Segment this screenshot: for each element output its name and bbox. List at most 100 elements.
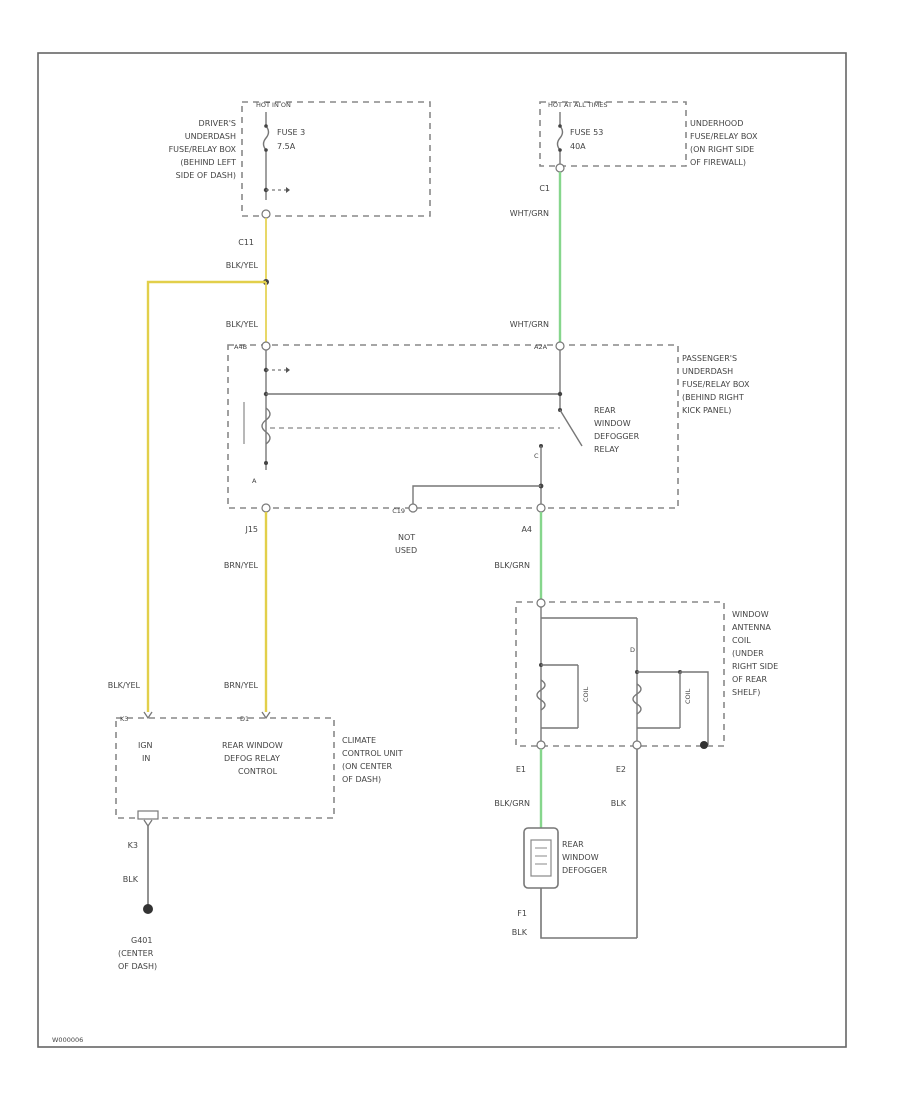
wire-label-blk-yel-1: BLK/YEL	[226, 261, 259, 270]
wire-label-wht-grn-1: WHT/GRN	[510, 209, 549, 218]
antenna-box-in-pin	[536, 598, 546, 608]
passenger-box-desc-2: UNDERDASH	[682, 367, 733, 376]
fuse-53-symbol	[556, 112, 564, 166]
climate-desc-1: CLIMATE	[342, 736, 376, 745]
connector-c11-pin	[261, 209, 271, 219]
connector-a4b-label: A4B	[234, 343, 247, 351]
connector-a4-label: A4	[521, 525, 532, 534]
underhood-box-desc-4: OF FIREWALL)	[690, 158, 746, 167]
ground-desc-3: OF DASH)	[118, 962, 157, 971]
passenger-box-in-pin-right	[555, 341, 565, 351]
climate-relay-ctrl-3: CONTROL	[238, 767, 278, 776]
climate-relay-ctrl-1: REAR WINDOW	[222, 741, 283, 750]
drivers-fuse-box: HOT IN ON FUSE 3 7.5A DRIVER'S UNDERDASH…	[169, 101, 431, 219]
underhood-box-desc-1: UNDERHOOD	[690, 119, 743, 128]
defogger-desc-2: WINDOW	[562, 853, 599, 862]
climate-control-unit: K3 D1 IGN IN REAR WINDOW DEFOG RELAY CON…	[115, 711, 403, 828]
footer-code: W000006	[52, 1036, 83, 1044]
underhood-box-header: HOT AT ALL TIMES	[548, 101, 608, 109]
underhood-fuse-label: FUSE 53	[570, 128, 603, 137]
diagram-frame	[37, 52, 847, 1048]
passenger-fuse-relay-box: A4B A2A PASSENGER'S UNDERDASH FUSE/RELAY…	[227, 341, 750, 513]
ground-desc-2: (CENTER	[118, 949, 154, 958]
connector-d1-label: D1	[240, 715, 249, 723]
drivers-box-desc-4: (BEHIND LEFT	[180, 158, 236, 167]
wire-defogger-ground-return	[540, 888, 637, 939]
passenger-box-desc-4: (BEHIND RIGHT	[682, 393, 744, 402]
wire-label-blk-yel-3: BLK/YEL	[108, 681, 141, 690]
defogger-desc-3: DEFOGGER	[562, 866, 608, 875]
connector-e2-label: E2	[616, 765, 626, 774]
ground-point-icon	[143, 904, 153, 914]
rear-window-defogger: REAR WINDOW DEFOGGER	[523, 827, 608, 889]
relay-label-2: WINDOW	[594, 419, 631, 428]
drivers-box-desc-1: DRIVER'S	[199, 119, 236, 128]
connector-j15-label: J15	[244, 525, 258, 534]
not-used-label-2: USED	[395, 546, 417, 555]
climate-ign-in-2: IN	[142, 754, 150, 763]
antenna-coil-right: COIL	[632, 670, 709, 749]
passenger-box-desc-3: FUSE/RELAY BOX	[682, 380, 750, 389]
antenna-pin-d: D	[630, 646, 635, 654]
connector-c1-pin	[555, 163, 565, 173]
climate-desc-4: OF DASH)	[342, 775, 381, 784]
connector-c19-label: C19	[392, 507, 405, 515]
wire-label-wht-grn-2: WHT/GRN	[510, 320, 549, 329]
antenna-box-out-pin-right	[632, 740, 642, 750]
drivers-box-desc-3: FUSE/RELAY BOX	[169, 145, 237, 154]
wire-label-blk-grn-1: BLK/GRN	[494, 561, 530, 570]
connector-f1-label: F1	[517, 909, 527, 918]
drivers-box-desc-2: UNDERDASH	[185, 132, 236, 141]
drivers-fuse-amps: 7.5A	[277, 142, 296, 151]
connector-k3-top-label: K3	[120, 715, 128, 723]
passenger-box-out-pin-right	[536, 503, 546, 513]
antenna-box-desc-3: COIL	[732, 636, 751, 645]
drivers-box-header: HOT IN ON	[256, 101, 291, 109]
wire-label-blk-3: BLK	[123, 875, 139, 884]
connector-a2a-label: A2A	[534, 343, 548, 351]
antenna-box-desc-2: ANTENNA	[732, 623, 771, 632]
connector-k3-label: K3	[128, 841, 138, 850]
climate-desc-2: CONTROL UNIT	[342, 749, 403, 758]
relay-pin-c: C	[534, 452, 539, 460]
antenna-box-out-pin-left	[536, 740, 546, 750]
underhood-fuse-box: HOT AT ALL TIMES FUSE 53 40A UNDERHOOD F…	[539, 101, 758, 173]
antenna-coil-right-label: COIL	[684, 688, 692, 704]
relay-coil-symbol	[243, 402, 560, 445]
wire-label-brn-yel-1: BRN/YEL	[224, 561, 259, 570]
underhood-box-desc-2: FUSE/RELAY BOX	[690, 132, 758, 141]
climate-ign-in-1: IGN	[138, 741, 153, 750]
defogger-desc-1: REAR	[562, 840, 584, 849]
antenna-coil-left-label: COIL	[582, 686, 590, 702]
fuse-3-symbol	[262, 112, 290, 200]
ground-desc-1: G401	[131, 936, 152, 945]
relay-pin-a: A	[252, 477, 257, 485]
passenger-box-desc-1: PASSENGER'S	[682, 354, 737, 363]
connector-c11-label: C11	[238, 238, 254, 247]
passenger-box-desc-5: KICK PANEL)	[682, 406, 731, 415]
wire-label-blk-grn-2: BLK/GRN	[494, 799, 530, 808]
drivers-box-desc-5: SIDE OF DASH)	[176, 171, 236, 180]
wire-label-blk-yel-2: BLK/YEL	[226, 320, 259, 329]
connector-c1-label: C1	[539, 184, 550, 193]
climate-desc-3: (ON CENTER	[342, 762, 393, 771]
relay-label-1: REAR	[594, 406, 616, 415]
wire-splice-to-climate-ign	[146, 280, 266, 712]
passenger-box-in-pin-left	[261, 341, 271, 351]
wire-label-blk-1: BLK	[611, 799, 627, 808]
antenna-box-desc-4: (UNDER	[732, 649, 764, 658]
underhood-fuse-amps: 40A	[570, 142, 586, 151]
relay-label-3: DEFOGGER	[594, 432, 640, 441]
wire-label-brn-yel-2: BRN/YEL	[224, 681, 259, 690]
window-antenna-coil-box: WINDOW ANTENNA COIL (UNDER RIGHT SIDE OF…	[515, 598, 778, 750]
relay-label-4: RELAY	[594, 445, 619, 454]
antenna-ground-icon	[700, 741, 708, 749]
climate-relay-ctrl-2: DEFOG RELAY	[224, 754, 280, 763]
passenger-box-out-pin-notused	[408, 503, 418, 513]
wire-label-blk-2: BLK	[512, 928, 528, 937]
antenna-box-desc-1: WINDOW	[732, 610, 769, 619]
passenger-box-out-pin-left	[261, 503, 271, 513]
antenna-box-desc-7: SHELF)	[732, 688, 760, 697]
underhood-box-desc-3: (ON RIGHT SIDE	[690, 145, 754, 154]
